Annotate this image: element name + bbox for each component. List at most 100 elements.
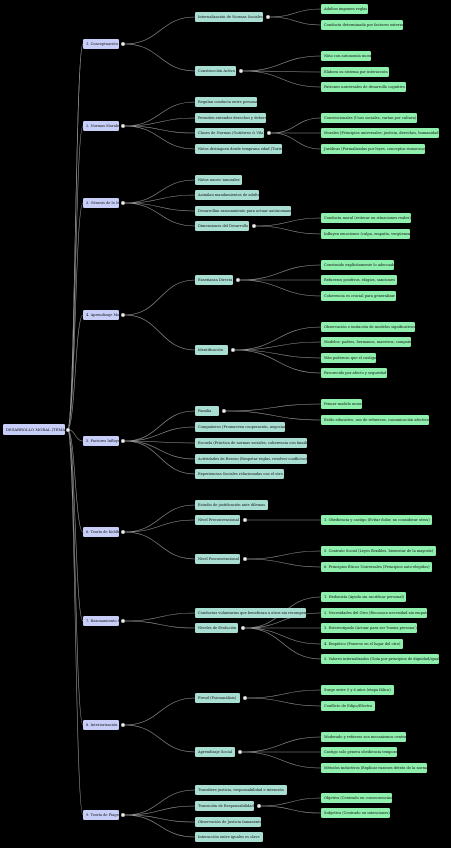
leaf-node[interactable]: Modelos: padres, hermanos, maestros, com…	[321, 337, 412, 347]
subtopic-node[interactable]: Clases de Normas (Gutiérrez & Vila)	[195, 128, 265, 138]
topic-node[interactable]: 9. Teoría de Piaget	[83, 810, 119, 820]
collapse-toggle-subtopic[interactable]	[242, 557, 247, 561]
collapse-toggle-subtopic[interactable]	[251, 224, 256, 228]
leaf-node[interactable]: Jurídicas (Formalizadas por leyes, conce…	[321, 144, 426, 154]
subtopic-node[interactable]: Nivel Preconvencional	[195, 515, 240, 525]
leaf-node[interactable]: Subjetiva (Centrado en intenciones)	[321, 808, 391, 818]
collapse-toggle-subtopic[interactable]	[256, 804, 261, 808]
leaf-node[interactable]: Conducta determinada por factores extern…	[321, 20, 403, 30]
subtopic-to-leaf-connector	[246, 697, 322, 707]
collapse-toggle-subtopic[interactable]	[222, 409, 226, 413]
leaf-node[interactable]: 3. Estereotipado (Actuar para ser 'buena…	[321, 623, 417, 633]
topic-node[interactable]: 1. Conceptuación	[83, 39, 119, 49]
subtopic-node[interactable]: Observación de Justicia Inmanente	[195, 817, 261, 827]
leaf-node[interactable]: Conflicto de Edipo/Electra	[321, 701, 375, 711]
topic-node[interactable]: 6. Teoría de Kohlberg (Estadios del Razo…	[83, 527, 119, 537]
collapse-toggle-topic[interactable]	[121, 124, 125, 128]
leaf-node[interactable]: 5. Valores internalizados (Guía por prin…	[321, 654, 439, 664]
collapse-toggle-subtopic[interactable]	[242, 696, 247, 700]
collapse-toggle-subtopic[interactable]	[267, 131, 272, 135]
leaf-node[interactable]: 2. Necesidades del Otro (Reconoce necesi…	[321, 608, 427, 618]
collapse-toggle-subtopic[interactable]	[235, 278, 240, 282]
root-trunk-connector	[67, 43, 84, 430]
leaf-node[interactable]: Observación e imitación de modelos signi…	[321, 322, 415, 332]
leaf-node[interactable]: Conducta moral (reiterar en situaciones …	[321, 213, 412, 223]
subtopic-node[interactable]: Niveles de Evolución	[195, 623, 238, 633]
collapse-toggle-topic[interactable]	[121, 313, 125, 317]
leaf-node[interactable]: 6. Principios Éticos Universales (Princi…	[321, 562, 433, 572]
subtopic-node[interactable]: Freud (Psicoanálisis)	[195, 693, 240, 703]
subtopic-node[interactable]: Aprendizaje Social	[195, 747, 235, 757]
subtopic-node[interactable]: Familia	[195, 406, 219, 416]
subtopic-node[interactable]: Interacción entre iguales es clave	[195, 832, 263, 842]
collapse-toggle-topic[interactable]	[121, 42, 125, 46]
leaf-node[interactable]: Estilo educativo, uso de refuerzos, comu…	[321, 415, 429, 425]
subtopic-node[interactable]: Permiten entender derechos y deberes	[195, 113, 266, 123]
subtopic-node[interactable]: Asimilan mandamientos de adultos	[195, 190, 259, 200]
leaf-node[interactable]: Primer modelo moral	[321, 399, 363, 409]
leaf-node[interactable]: 1. Obediencia y castigo (Evitar dolor, n…	[321, 515, 433, 525]
leaf-node[interactable]: 4. Empático (Ponerse en el lugar del otr…	[321, 639, 403, 649]
topic-node[interactable]: 5. Factores Influyentes	[83, 436, 119, 446]
subtopic-node[interactable]: Identificación	[195, 345, 228, 355]
subtopic-node[interactable]: Transición de Responsabilidad	[195, 801, 254, 811]
topic-node[interactable]: 8. Interiorización Moral	[83, 720, 119, 730]
leaf-node[interactable]: Patrones universales de desarrollo cogni…	[321, 82, 406, 92]
subtopic-node[interactable]: Estudio de justificación ante dilemas	[195, 500, 268, 510]
subtopic-node[interactable]: Conductas voluntarias que benefician a o…	[195, 608, 307, 618]
leaf-node[interactable]: Castigo solo genera obediencia temporal	[321, 747, 398, 757]
collapse-toggle-subtopic[interactable]	[265, 15, 270, 19]
leaf-node[interactable]: Surge entre 5 y 6 años (etapa fálica)	[321, 685, 394, 695]
collapse-toggle-subtopic[interactable]	[241, 626, 245, 630]
collapse-toggle-subtopic[interactable]	[230, 348, 235, 352]
leaf-node[interactable]: Favorecido por afecto y seguridad	[321, 368, 387, 378]
collapse-toggle-topic[interactable]	[121, 813, 125, 817]
subtopic-node[interactable]: Nivel Posconvencional	[195, 554, 240, 564]
topic-node[interactable]: 7. Razonamiento Prosocial (Eisenberg)	[83, 616, 119, 626]
subtopic-node[interactable]: Escuela (Práctica de normas sociales, co…	[195, 438, 307, 448]
root-node[interactable]: DESARROLLO MORAL (TEMA 8)	[3, 424, 65, 435]
topic-node[interactable]: 2. Normas Morales y Tipos	[83, 121, 119, 131]
collapse-toggle-subtopic[interactable]	[242, 518, 247, 522]
collapse-toggle-root[interactable]	[65, 427, 70, 432]
subtopic-node[interactable]: Niños nacen 'amorales'	[195, 175, 242, 185]
topic-to-subtopic-connector	[124, 814, 196, 823]
leaf-node[interactable]: Convencionales (Usos sociales, varían po…	[321, 113, 417, 123]
topic-to-subtopic-connector	[124, 125, 196, 150]
leaf-node[interactable]: Moderado y refuerzo son mecanismos centr…	[321, 732, 406, 742]
collapse-toggle-subtopic[interactable]	[237, 750, 242, 754]
subtopic-node[interactable]: Desarrollan razonamiento para actuar aut…	[195, 206, 291, 216]
leaf-node[interactable]: Métodos inductivos (Explicar razones det…	[321, 763, 427, 773]
leaf-node[interactable]: Más poderoso que el castigo	[321, 353, 377, 363]
collapse-toggle-topic[interactable]	[121, 439, 125, 443]
leaf-node[interactable]: 1. Hedonista (Ayuda sin sacrificar perso…	[321, 592, 406, 602]
leaf-node[interactable]: Coherencia es crucial para generalizar	[321, 291, 396, 301]
topic-node[interactable]: 3. Génesis de lo Moral	[83, 198, 119, 208]
leaf-node[interactable]: Morales (Principios universales: justici…	[321, 128, 439, 138]
subtopic-node[interactable]: Actividades de Reseso (Respetar reglas, …	[195, 454, 307, 464]
subtopic-node[interactable]: Compañeros (Promueven cooperación, negoc…	[195, 422, 286, 432]
root-to-topic-connector	[67, 429, 84, 726]
leaf-node[interactable]: Objetiva (Centrado en consecuencias)	[321, 793, 392, 803]
subtopic-node[interactable]: Experiencias Sociales relacionadas con e…	[195, 469, 284, 479]
subtopic-node[interactable]: Internalización de Normas Sociales	[195, 12, 263, 22]
subtopic-node[interactable]: Construcción Activa	[195, 66, 237, 76]
leaf-node[interactable]: Refuerzos positivos, elogios, sanciones	[321, 275, 398, 285]
collapse-toggle-topic[interactable]	[121, 530, 125, 534]
subtopic-node[interactable]: Enseñanza Directa	[195, 275, 233, 285]
leaf-node[interactable]: Construido explícitamente lo adecuado	[321, 260, 394, 270]
leaf-node[interactable]: Influyen emociones (culpa, empatía, verg…	[321, 229, 410, 239]
leaf-node[interactable]: Adultos imponen reglas	[321, 4, 368, 14]
subtopic-node[interactable]: Transfiere justicia, responsabilidad e i…	[195, 785, 287, 795]
collapse-toggle-subtopic[interactable]	[239, 69, 244, 73]
collapse-toggle-topic[interactable]	[121, 201, 125, 205]
subtopic-node[interactable]: Niños distinguen desde temprana edad (Tu…	[195, 144, 282, 154]
leaf-node[interactable]: Elabora su sistema por interacción	[321, 67, 389, 77]
leaf-node[interactable]: Niño con autonomía moral	[321, 51, 371, 61]
leaf-node[interactable]: 5. Contrato Social (Leyes flexibles, bie…	[321, 546, 436, 556]
collapse-toggle-topic[interactable]	[121, 619, 125, 623]
collapse-toggle-topic[interactable]	[121, 723, 125, 727]
topic-node[interactable]: 4. Aprendizaje Moral (Herbold)	[83, 310, 119, 320]
subtopic-node[interactable]: Regulan conducta entre personas	[195, 97, 258, 107]
subtopic-node[interactable]: Dimensiones del Desarrollo	[195, 221, 249, 231]
